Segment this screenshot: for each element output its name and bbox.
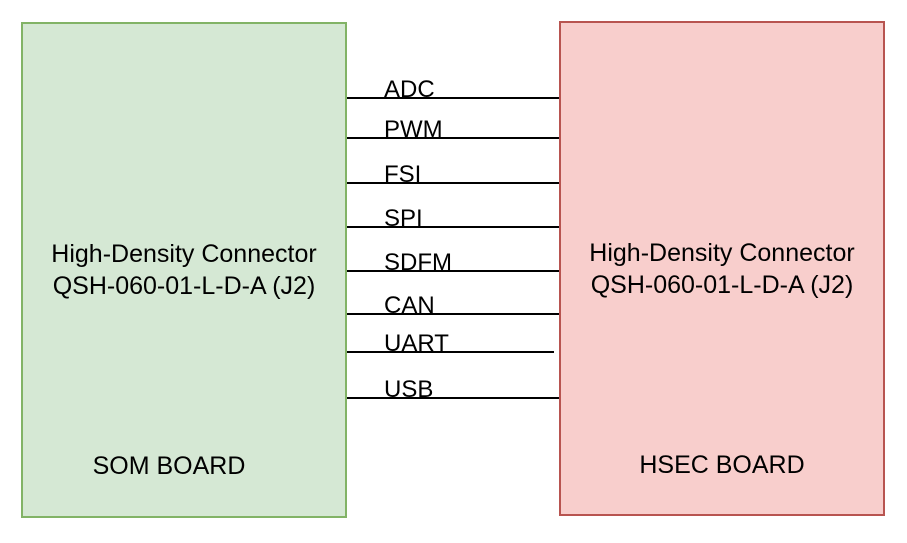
som-connector-line2: QSH-060-01-L-D-A (J2) — [52, 272, 316, 300]
bus-line-fsi — [347, 182, 559, 184]
hsec-connector-label: High-Density Connector QSH-060-01-L-D-A … — [589, 237, 854, 301]
hsec-connector-line1: High-Density Connector — [589, 238, 855, 267]
som-board-box: High-Density Connector QSH-060-01-L-D-A … — [21, 22, 347, 518]
som-connector-line1: High-Density Connector — [51, 240, 317, 268]
hsec-board-box: High-Density Connector QSH-060-01-L-D-A … — [559, 21, 885, 516]
hsec-connector-line2: QSH-060-01-L-D-A (J2) — [590, 270, 854, 299]
bus-line-adc — [347, 97, 559, 99]
bus-line-sdfm — [347, 270, 559, 272]
hsec-board-name: HSEC BOARD — [639, 451, 805, 479]
bus-line-usb — [347, 397, 559, 399]
bus-line-can — [347, 313, 559, 315]
bus-line-spi — [347, 226, 559, 228]
bus-line-pwm — [347, 137, 559, 139]
bus-line-uart — [347, 351, 554, 353]
som-connector-label: High-Density Connector QSH-060-01-L-D-A … — [51, 238, 316, 302]
som-board-name: SOM BOARD — [92, 452, 246, 480]
